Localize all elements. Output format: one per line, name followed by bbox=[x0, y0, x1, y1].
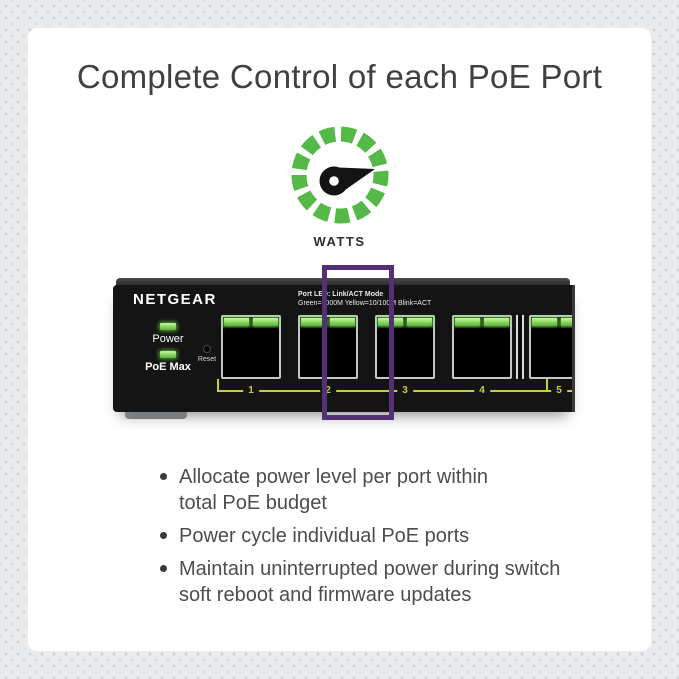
led-legend: Port LED: Link/ACT Mode Green=1000M Yell… bbox=[298, 290, 473, 308]
reset-pinhole bbox=[203, 345, 211, 353]
rj45-port-2 bbox=[298, 315, 358, 379]
poe-max-led-label: PoE Max bbox=[145, 361, 191, 373]
watts-gauge-icon: WATTS bbox=[270, 122, 410, 249]
netgear-logo: NETGEAR bbox=[133, 291, 217, 308]
switch-top-edge bbox=[116, 278, 570, 286]
reset-label: Reset bbox=[197, 356, 217, 363]
port-led-strip bbox=[454, 317, 510, 327]
port-led-right bbox=[330, 318, 355, 326]
port-led-left bbox=[224, 318, 249, 326]
port-led-right bbox=[561, 318, 572, 326]
rj45-port-5 bbox=[529, 315, 572, 379]
bullet-dot bbox=[160, 532, 167, 539]
led-legend-line2: Green=1000M Yellow=10/100M Blink=ACT bbox=[298, 300, 432, 307]
port-led-strip bbox=[300, 317, 356, 327]
port-highlight-box bbox=[322, 265, 394, 420]
poe-max-led bbox=[160, 351, 176, 358]
port-led-left bbox=[532, 318, 557, 326]
port-line-tick-left bbox=[217, 379, 219, 391]
port-opening bbox=[379, 328, 431, 375]
reset-button-group: Reset bbox=[193, 345, 221, 363]
port-opening bbox=[456, 328, 508, 375]
bullet-text: Maintain uninterrupted power during swit… bbox=[179, 558, 561, 606]
port-opening bbox=[533, 328, 572, 375]
port-line-tick-right bbox=[546, 379, 548, 391]
rj45-port-4 bbox=[452, 315, 512, 379]
panel-seam bbox=[516, 315, 524, 379]
port-led-left bbox=[455, 318, 480, 326]
power-led bbox=[160, 323, 176, 330]
power-led-group: Power bbox=[137, 323, 199, 345]
switch-foot bbox=[125, 410, 187, 419]
port-led-right bbox=[407, 318, 432, 326]
port-led-left bbox=[301, 318, 326, 326]
port-led-strip bbox=[223, 317, 279, 327]
power-led-label: Power bbox=[152, 333, 184, 345]
bullet-dot bbox=[160, 565, 167, 572]
port-led-strip bbox=[531, 317, 572, 327]
port-led-right bbox=[484, 318, 509, 326]
gauge-needle bbox=[319, 166, 375, 196]
led-legend-line1: Port LED: Link/ACT Mode bbox=[298, 291, 384, 298]
gauge-ring bbox=[291, 126, 388, 224]
feature-bullet-2: Power cycle individual PoE ports bbox=[160, 523, 600, 549]
bullet-text: Power cycle individual PoE ports bbox=[179, 525, 470, 547]
gauge-segmented-ring bbox=[291, 126, 388, 224]
port-number-3: 3 bbox=[397, 384, 413, 397]
bullet-dot bbox=[160, 473, 167, 480]
port-led-right bbox=[253, 318, 278, 326]
port-opening bbox=[302, 328, 354, 375]
poe-max-led-group: PoE Max bbox=[137, 351, 199, 373]
watts-label: WATTS bbox=[313, 234, 366, 249]
switch-image: NETGEAR Port LED: Link/ACT Mode Green=10… bbox=[113, 265, 575, 420]
port-number-1: 1 bbox=[243, 384, 259, 397]
content-card: Complete Control of each PoE Port WATTS … bbox=[28, 28, 651, 651]
page-title: Complete Control of each PoE Port bbox=[76, 58, 603, 95]
port-number-5: 5 bbox=[551, 384, 567, 397]
rj45-port-1 bbox=[221, 315, 281, 379]
feature-bullet-3: Maintain uninterrupted power during swit… bbox=[160, 556, 600, 608]
port-number-4: 4 bbox=[474, 384, 490, 397]
port-number-line bbox=[217, 390, 572, 392]
switch-front-panel: NETGEAR Port LED: Link/ACT Mode Green=10… bbox=[113, 285, 575, 412]
port-opening bbox=[225, 328, 277, 375]
